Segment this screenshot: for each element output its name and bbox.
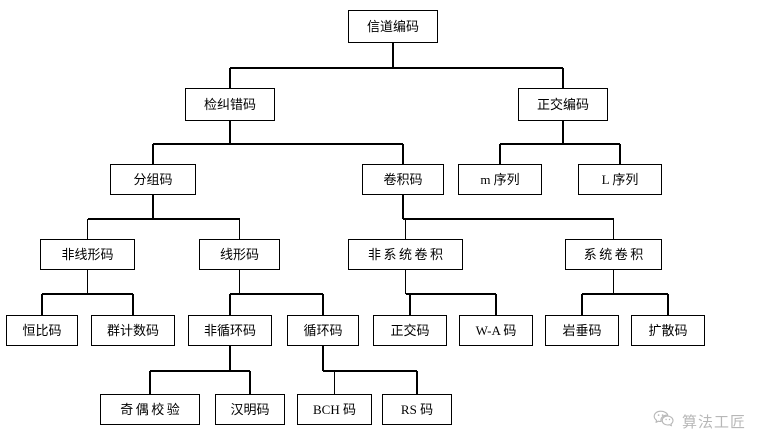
edge-bus-fxxm <box>42 293 133 295</box>
node-lxl: L 序列 <box>578 164 662 195</box>
edge-bus-jjcm <box>153 143 403 145</box>
edge-drop-hbm <box>41 294 43 315</box>
node-jjcm: 检纠错码 <box>185 88 275 121</box>
edge-bus-fxhm <box>150 370 250 372</box>
wechat-icon <box>653 410 675 433</box>
node-jojy: 奇偶校验 <box>100 394 200 425</box>
edge-bus-jjm <box>403 218 614 220</box>
edge-drop-mxl <box>499 144 501 164</box>
edge-drop-yzm <box>581 294 583 315</box>
edge-stem-jjcm <box>229 121 231 144</box>
edge-drop-qjsm <box>132 294 134 315</box>
edge-drop-jjcm <box>229 68 231 88</box>
edge-drop-fxtjj <box>404 219 407 239</box>
node-fzm: 分组码 <box>110 164 196 195</box>
edge-bus-xtjj <box>582 293 668 295</box>
edge-stem-xxm <box>238 270 241 294</box>
node-jjm: 卷积码 <box>362 164 444 195</box>
edge-drop-fzm <box>152 144 154 164</box>
edge-stem-fxtjj <box>404 270 407 294</box>
edge-drop-bchm <box>333 371 336 394</box>
edge-bus-fxtjj <box>405 293 496 295</box>
edge-bus-xxm <box>230 293 323 295</box>
edge-stem-fxhm <box>229 346 231 371</box>
edge-bus-root <box>230 67 563 69</box>
node-mxl: m 序列 <box>458 164 542 195</box>
node-root: 信道编码 <box>348 10 438 43</box>
node-yzm: 岩垂码 <box>545 315 619 346</box>
node-fxhm: 非循环码 <box>188 315 272 346</box>
node-ksm: 扩散码 <box>631 315 705 346</box>
node-fxtjj: 非系统卷积 <box>348 239 463 270</box>
edge-drop-xhm <box>322 294 324 315</box>
edge-stem-fxxm <box>86 270 89 294</box>
edge-drop-jojy <box>149 371 151 394</box>
node-bchm: BCH 码 <box>297 394 372 425</box>
node-hmm: 汉明码 <box>215 394 285 425</box>
node-xtjj: 系统卷积 <box>565 239 662 270</box>
edge-bus-zjbm <box>500 143 620 145</box>
edge-drop-zjbm <box>562 68 564 88</box>
edge-stem-xtjj <box>612 270 615 294</box>
node-xxm: 线形码 <box>199 239 280 270</box>
node-zjm: 正交码 <box>373 315 447 346</box>
node-wam: W-A 码 <box>459 315 533 346</box>
node-rsm: RS 码 <box>382 394 452 425</box>
node-hbm: 恒比码 <box>6 315 78 346</box>
edge-stem-fzm <box>152 195 154 219</box>
edge-drop-lxl <box>619 144 621 164</box>
edge-stem-root <box>392 43 394 68</box>
edge-drop-xxm <box>238 219 241 239</box>
edge-drop-fxhm <box>229 294 231 315</box>
edge-drop-zjm <box>409 294 411 315</box>
edge-drop-jjm <box>402 144 404 164</box>
edge-stem-zjbm <box>562 121 564 144</box>
edge-stem-jjm <box>402 195 404 219</box>
edge-bus-xhm <box>323 370 417 372</box>
edge-drop-wam <box>495 294 497 315</box>
edge-drop-rsm <box>416 371 418 394</box>
edge-drop-hmm <box>249 371 251 394</box>
node-fxxm: 非线形码 <box>40 239 135 270</box>
edge-drop-fxxm <box>86 219 89 239</box>
node-xhm: 循环码 <box>287 315 359 346</box>
edge-drop-ksm <box>667 294 669 315</box>
node-qjsm: 群计数码 <box>91 315 175 346</box>
edge-bus-fzm <box>87 218 240 220</box>
node-zjbm: 正交编码 <box>518 88 608 121</box>
watermark: 算法工匠 <box>653 410 746 433</box>
edge-stem-xhm <box>322 346 324 371</box>
watermark-text: 算法工匠 <box>681 413 746 431</box>
edge-drop-xtjj <box>612 219 615 239</box>
